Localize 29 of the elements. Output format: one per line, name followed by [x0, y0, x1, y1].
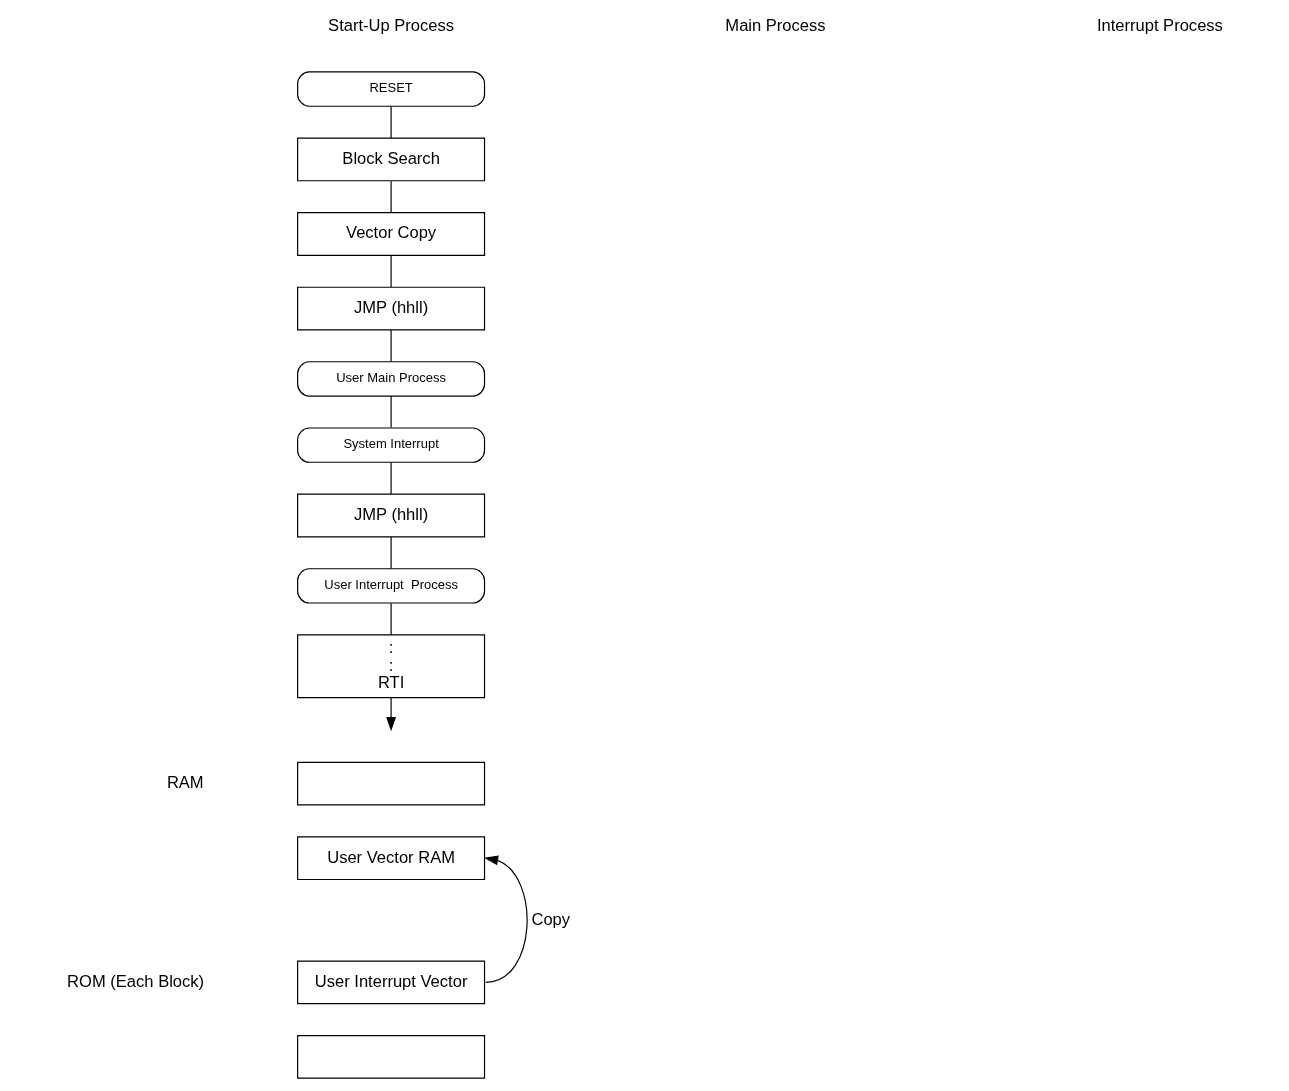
connector: [390, 329, 392, 362]
edge-label: Copy: [531, 909, 571, 929]
node-box: [297, 1035, 486, 1079]
label: Interrupt Process: [1096, 15, 1223, 35]
node-box: User Interrupt Vector: [297, 960, 486, 1005]
label: RAM: [166, 773, 204, 793]
arrow: [483, 855, 528, 983]
connector: [390, 105, 392, 139]
node-box: : : RTI: [297, 634, 486, 699]
label: Start-Up Process: [328, 15, 455, 35]
connector: [390, 461, 392, 495]
connector: [390, 602, 392, 636]
connector: [390, 395, 392, 429]
node-box: JMP (hhll): [297, 286, 486, 331]
node-box: User Vector RAM: [297, 836, 486, 881]
connector: [390, 536, 392, 569]
node-box: User Interrupt Process: [297, 568, 486, 604]
label: Main Process: [725, 15, 826, 35]
node-box: System Interrupt: [297, 427, 486, 463]
node-box: RESET: [297, 71, 486, 107]
connector: [390, 255, 392, 288]
node-box: Vector Copy: [297, 212, 486, 256]
arrow: [386, 697, 397, 732]
node-box: Block Search: [297, 137, 486, 182]
node-box: JMP (hhll): [297, 493, 486, 538]
node-box: [297, 761, 486, 806]
node-box: User Main Process: [297, 361, 486, 397]
label: ROM (Each Block): [67, 971, 205, 991]
connector: [390, 180, 392, 214]
